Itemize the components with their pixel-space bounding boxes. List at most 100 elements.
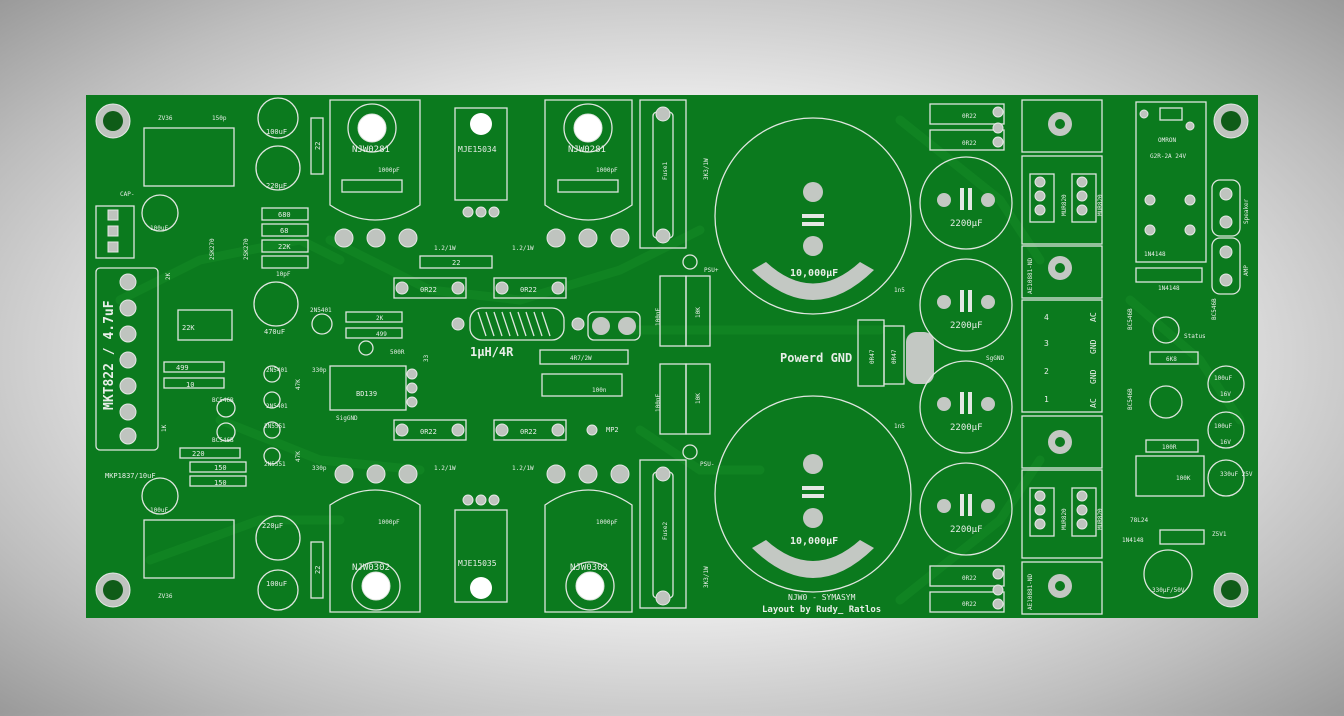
svg-text:MUR820: MUR820 (1097, 194, 1104, 216)
svg-text:1000pF: 1000pF (596, 167, 618, 174)
svg-text:NJW0281: NJW0281 (568, 145, 606, 155)
svg-text:499: 499 (376, 331, 387, 338)
r100r (1145, 439, 1199, 453)
mkp1837-label: MKP1837/10uF (105, 472, 156, 480)
diode-zener (1159, 529, 1205, 545)
mounting-hole-br (1213, 572, 1249, 608)
r3k3-top: 3K3/1W (703, 158, 710, 180)
svg-text:100nF: 100nF (655, 308, 662, 326)
n4148-bot: 1N4148 (1122, 537, 1144, 544)
zv36-bot-label: ZV36 (158, 593, 173, 600)
svg-text:Fuse2: Fuse2 (662, 522, 669, 540)
svg-text:22: 22 (452, 259, 460, 267)
resistor-network: 680 68 22K 10pF 499 10 220 150 150 22K (163, 207, 309, 487)
c100uf-16v-a (1207, 365, 1245, 403)
svg-text:0R22: 0R22 (420, 286, 437, 294)
svg-text:2200µF: 2200µF (950, 321, 983, 331)
c220uf-top: 220µF (255, 145, 301, 191)
cap2200-1: 2200µF (919, 156, 1013, 250)
svg-text:Speaker: Speaker (1243, 198, 1250, 224)
svg-text:0R22: 0R22 (962, 575, 977, 582)
svg-text:3: 3 (1044, 339, 1049, 348)
svg-text:1µH/4R: 1µH/4R (470, 345, 514, 359)
svg-text:22K: 22K (278, 243, 291, 251)
svg-text:10pF: 10pF (276, 271, 291, 278)
fuse1: Fuse1 (639, 99, 687, 249)
svg-text:100nF: 100nF (655, 394, 662, 412)
svg-text:100uF: 100uF (150, 225, 168, 232)
title-footer: NJW0 - SYMASYM (788, 593, 856, 602)
svg-text:470uF: 470uF (264, 328, 285, 336)
c-left-16v (1149, 385, 1183, 419)
svg-text:2N5401: 2N5401 (266, 403, 288, 410)
svg-text:1000pF: 1000pF (378, 519, 400, 526)
cap2200-2: 2200µF (919, 258, 1013, 352)
r22-bot (310, 541, 324, 599)
relay: OMRON G2R-2A 24V 1N4148 (1135, 101, 1207, 263)
input-filter-top-outline (143, 127, 235, 187)
svg-text:1: 1 (1044, 395, 1049, 404)
r2k-mid (345, 311, 403, 323)
sgnd-label: SigGND (336, 415, 358, 422)
n2n5401-mid: 2N5401 (310, 307, 332, 314)
svg-text:AC: AC (1089, 398, 1098, 408)
c330p-bot: 330p (312, 465, 327, 472)
svg-text:10K: 10K (695, 307, 702, 318)
r1-2-1w-d: 1.2/1W (512, 465, 534, 472)
svg-text:0R22: 0R22 (962, 601, 977, 608)
power-terminal: 4 3 2 1 AC GND GND AC (1021, 299, 1103, 413)
bc546b-right-b: BC546B (1211, 298, 1218, 320)
svg-text:22: 22 (314, 566, 322, 574)
zv36-top-label: ZV36 (158, 115, 173, 122)
r47k-bot: 47K (295, 451, 302, 462)
cap-minus-label: CAP- (120, 191, 134, 198)
c100uf-top: 100uF (257, 97, 299, 139)
mounting-hole-tr (1213, 103, 1249, 139)
svg-text:BC546B: BC546B (212, 437, 234, 444)
mkt822-outline (95, 267, 159, 451)
diode-1n4148 (1135, 267, 1203, 283)
svg-text:150: 150 (214, 479, 227, 487)
psu-filter-bot: 100nF 10K (655, 363, 711, 435)
powerd-gnd-label: Powerd GND (780, 351, 852, 365)
svg-text:AMP: AMP (1243, 265, 1250, 276)
svg-text:1n5: 1n5 (894, 287, 905, 294)
c470uf: 470uF (253, 281, 299, 336)
svg-text:220: 220 (192, 450, 205, 458)
svg-text:AE10881-ND: AE10881-ND (1027, 573, 1034, 610)
svg-text:22K: 22K (182, 324, 195, 332)
svg-text:0R22: 0R22 (962, 140, 977, 147)
input-header-pins (107, 209, 119, 253)
svg-text:150: 150 (214, 464, 227, 472)
amp-terminal: AMP (1211, 237, 1250, 295)
svg-text:Fuse1: Fuse1 (662, 162, 669, 180)
svg-text:10,000µF: 10,000µF (790, 268, 838, 279)
svg-text:1000pF: 1000pF (596, 519, 618, 526)
svg-text:0R47: 0R47 (869, 349, 876, 364)
r1-2-1w-c: 1.2/1W (434, 465, 456, 472)
zobel-cap (541, 373, 623, 397)
svg-text:NJW0302: NJW0302 (352, 563, 390, 573)
svg-text:2: 2 (1044, 367, 1049, 376)
mp2-label: MP2 (606, 426, 619, 434)
mje15034: MJE15034 (454, 107, 508, 218)
svg-text:680: 680 (278, 211, 291, 219)
r47k-top: 47K (295, 379, 302, 390)
emitter-resistors: 0R22 0R22 0R22 0R22 (393, 277, 567, 441)
or22-bot-right: 0R22 0R22 (929, 565, 1005, 613)
svg-text:AE10881-ND: AE10881-ND (1027, 257, 1034, 294)
svg-text:BC546B: BC546B (212, 397, 234, 404)
bd139: BD139 (329, 365, 418, 411)
svg-text:100uF: 100uF (266, 128, 287, 136)
svg-text:220µF: 220µF (266, 182, 287, 190)
svg-text:Z5V1: Z5V1 (1212, 531, 1227, 538)
svg-text:2N5551: 2N5551 (264, 461, 286, 468)
njw0302-left: NJW0302 1000pF (329, 464, 421, 613)
speaker-terminal: Speaker (1211, 179, 1250, 237)
svg-text:22: 22 (314, 142, 322, 150)
svg-text:16V: 16V (1220, 391, 1231, 398)
bc546b-right-a: BC546B (1127, 308, 1134, 330)
svg-text:100uF: 100uF (1214, 423, 1232, 430)
psu-minus: PSU- (700, 461, 714, 468)
